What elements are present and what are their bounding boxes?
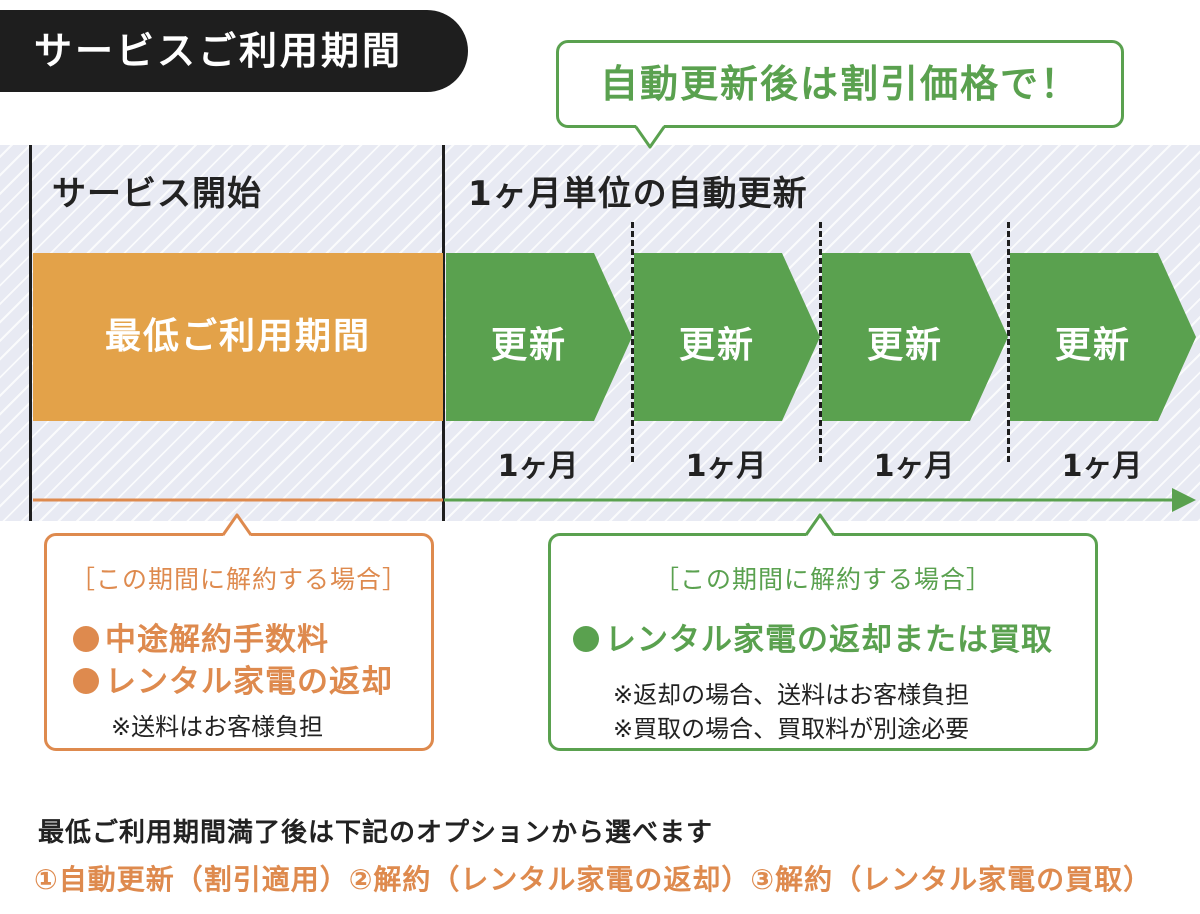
auto-renewal-label: 1ヶ月単位の自動更新 <box>468 174 808 214</box>
renewal-chevron <box>822 253 1008 421</box>
month-separator <box>631 222 634 462</box>
options-intro: 最低ご利用期間満了後は下記のオプションから選べます <box>38 818 714 848</box>
renewal-chevron <box>1010 253 1196 421</box>
renewal-label: 更新 <box>678 325 755 366</box>
options-list: ①自動更新（割引適用）②解約（レンタル家電の返却）③解約（レンタル家電の買取） <box>34 863 1153 896</box>
discount-callout: 自動更新後は割引価格で！ <box>556 40 1124 128</box>
renewal-chevron <box>446 253 632 421</box>
renewal-period-cancel-box: ［この期間に解約する場合］ レンタル家電の返却または買取 ※返却の場合、送料はお… <box>548 533 1098 751</box>
month-label: 1ヶ月 <box>685 449 767 484</box>
box-note: ※送料はお客様負担 <box>111 713 324 741</box>
minimum-period-block: 最低ご利用期間 <box>33 253 443 421</box>
page-title: サービスご利用期間 <box>0 10 468 92</box>
start-divider <box>29 145 32 521</box>
box-note: ※返却の場合、送料はお客様負担 <box>613 681 970 709</box>
minimum-period-cancel-box: ［この期間に解約する場合］ 中途解約手数料 レンタル家電の返却 ※送料はお客様負… <box>44 533 434 751</box>
month-label: 1ヶ月 <box>497 449 579 484</box>
box-heading: ［この期間に解約する場合］ <box>653 565 992 594</box>
renewal-period-arrowhead <box>1172 488 1196 512</box>
discount-callout-tail <box>634 125 666 149</box>
bullet-dot-icon <box>73 668 99 694</box>
month-label: 1ヶ月 <box>1061 449 1143 484</box>
month-label: 1ヶ月 <box>873 449 955 484</box>
renewal-chevron <box>634 253 820 421</box>
month-separator <box>1007 222 1010 462</box>
box-note: ※買取の場合、買取料が別途必要 <box>613 715 970 743</box>
service-start-label: サービス開始 <box>52 174 262 214</box>
month-separator <box>819 222 822 462</box>
renewal-divider <box>442 145 445 521</box>
renewal-label: 更新 <box>490 325 567 366</box>
list-item: レンタル家電の返却 <box>73 656 393 701</box>
renewal-label: 更新 <box>1054 325 1131 366</box>
list-item: レンタル家電の返却または買取 <box>573 614 1053 659</box>
bullet-dot-icon <box>573 626 599 652</box>
bullet-dot-icon <box>73 626 99 652</box>
box-heading: ［この期間に解約する場合］ <box>69 565 408 594</box>
renewal-label: 更新 <box>866 325 943 366</box>
list-item: 中途解約手数料 <box>73 614 329 659</box>
